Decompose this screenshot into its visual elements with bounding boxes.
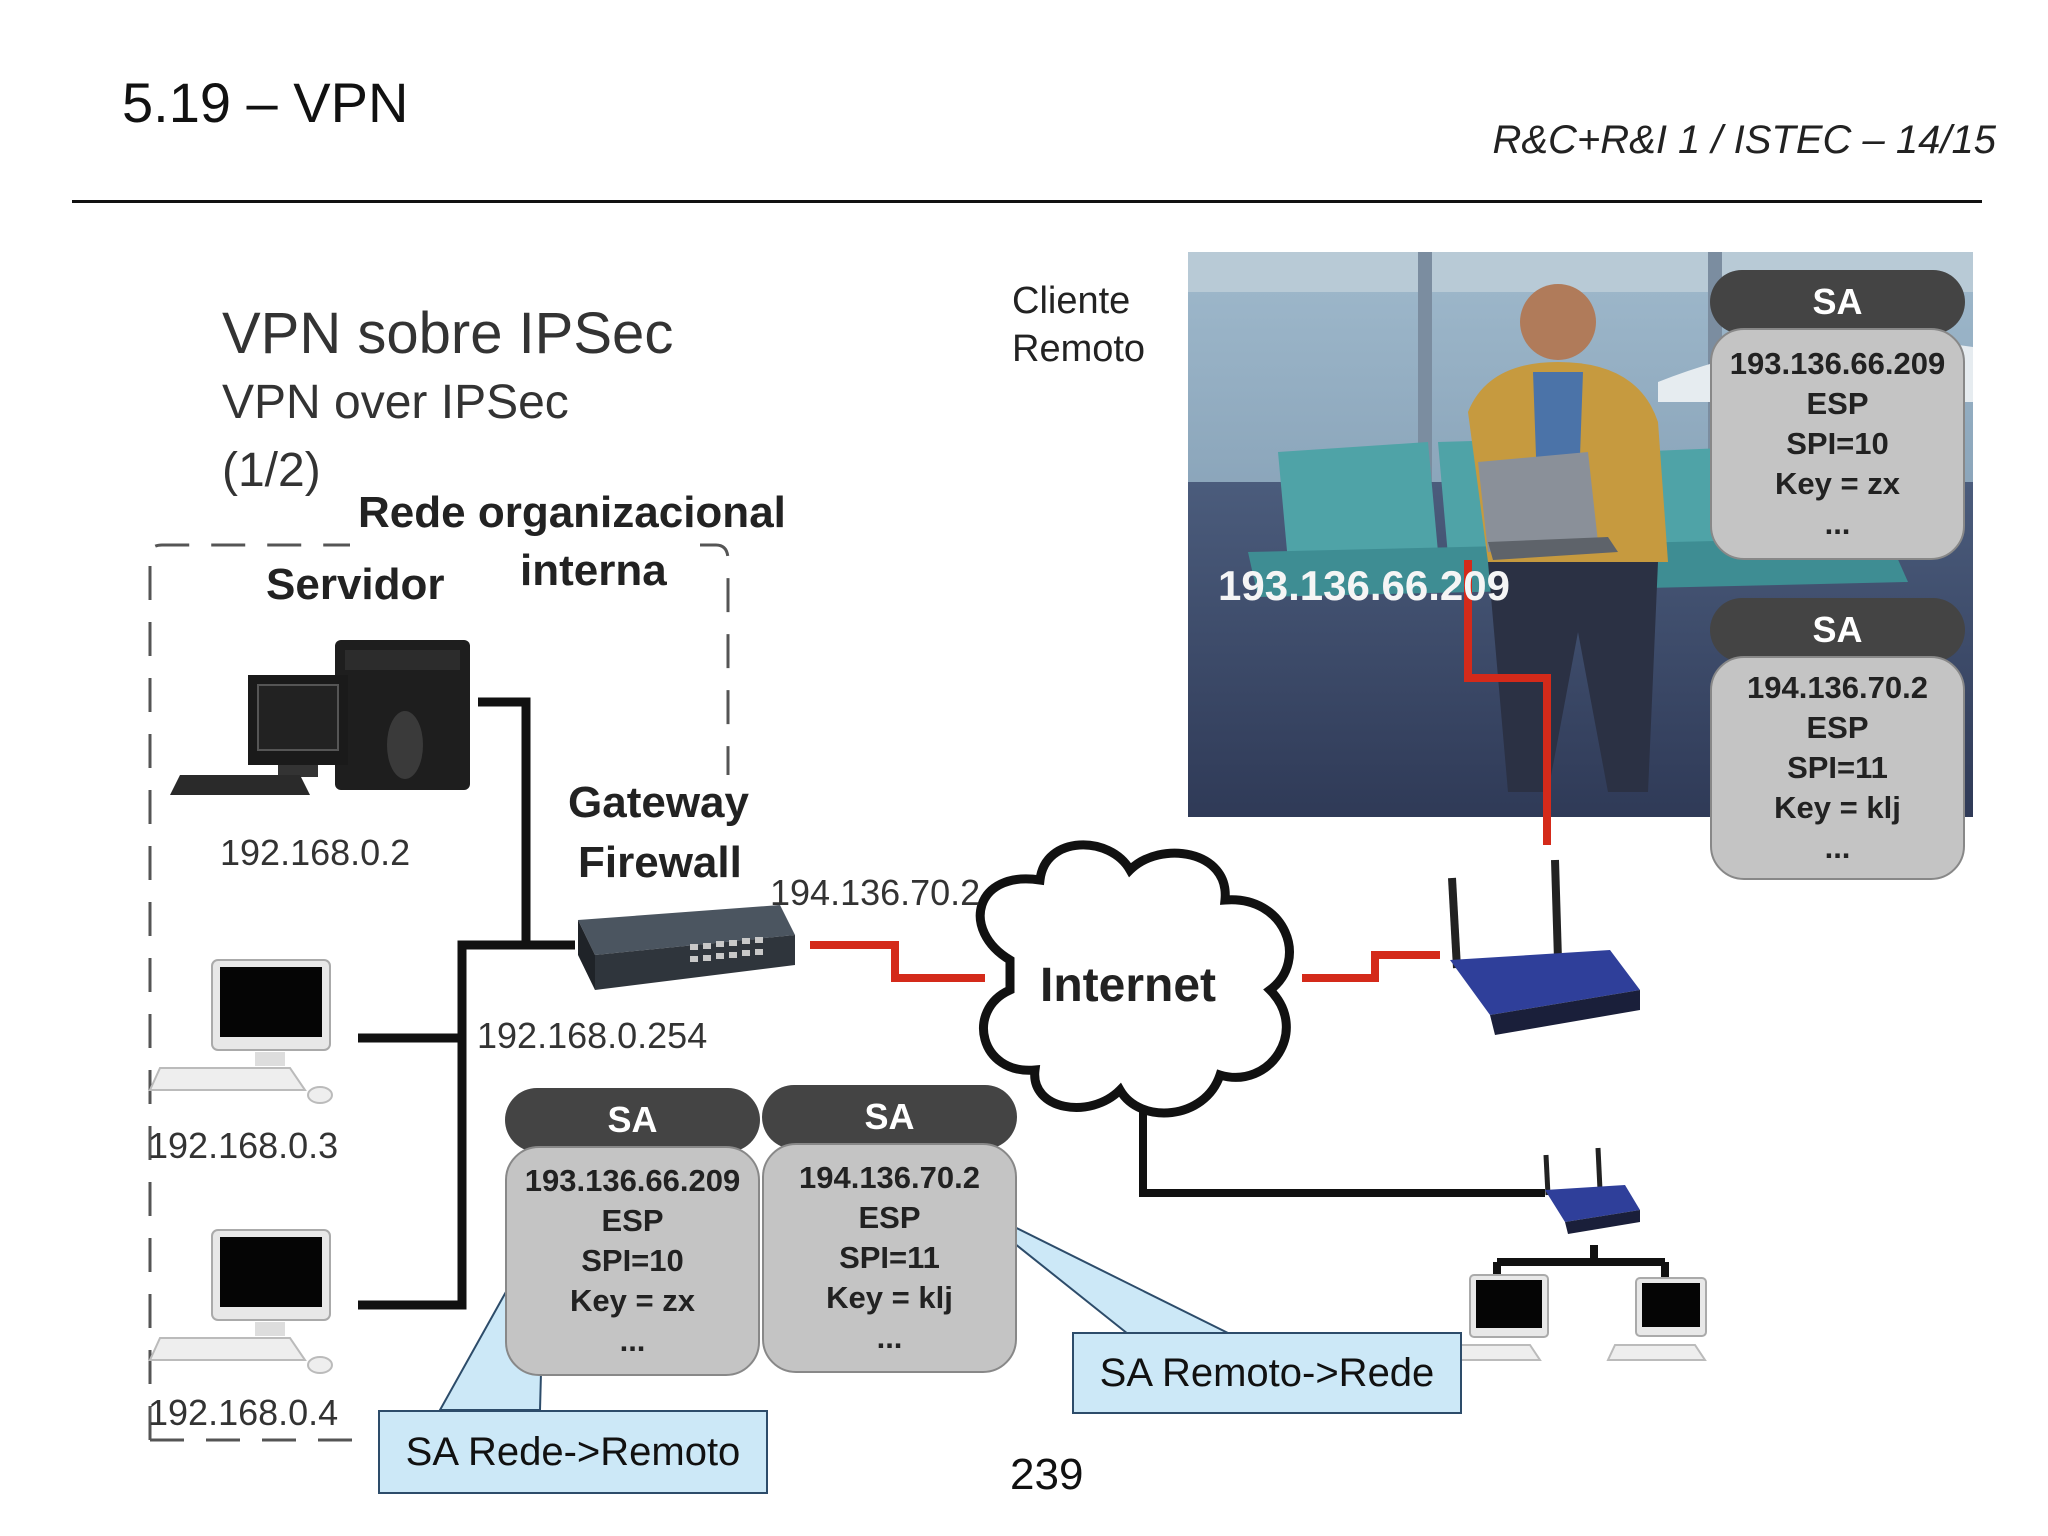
gateway-private-ip: 192.168.0.254 <box>477 1015 708 1056</box>
sa-heading: SA <box>505 1088 760 1152</box>
internet-cloud <box>975 840 1294 1118</box>
callout-remote-to-network: SA Remoto->Rede <box>1072 1332 1462 1414</box>
server-ip: 192.168.0.2 <box>220 832 411 873</box>
branch-pc-left <box>1436 1274 1549 1361</box>
branch-router <box>1543 1147 1640 1234</box>
sa-heading: SA <box>762 1085 1017 1149</box>
gateway-switch <box>578 905 795 990</box>
course-label: R&C+R&I 1 / ISTEC – 14/15 <box>1492 118 1996 162</box>
sa-ip: 194.136.70.2 <box>1746 670 1928 705</box>
gateway-label-2: Firewall <box>578 838 742 887</box>
server-computer <box>170 640 470 795</box>
heading-line-1: VPN sobre IPSec <box>222 301 674 366</box>
sa-heading: SA <box>1710 270 1965 334</box>
sa-key: Key = klj <box>1774 790 1901 825</box>
sa-ip: 193.136.66.209 <box>1729 346 1946 381</box>
sa-table: SA 194.136.70.2 ESP SPI=11 Key = klj ... <box>1710 598 1965 880</box>
sa-key: Key = zx <box>1775 466 1900 501</box>
branch-link <box>1139 1108 1545 1197</box>
remote-client-label-2: Remoto <box>1012 328 1146 370</box>
gateway-label-1: Gateway <box>568 778 749 827</box>
org-network-label-1: Rede organizacional <box>358 488 786 537</box>
page-number: 239 <box>1010 1450 1084 1499</box>
lan-wiring <box>358 697 575 1310</box>
gateway-public-ip: 194.136.70.2 <box>770 872 981 913</box>
sa-more: ... <box>619 1323 646 1358</box>
vpn-tunnel-line <box>810 560 1551 982</box>
sa-ip: 193.136.66.209 <box>524 1163 741 1198</box>
sa-heading: SA <box>1710 598 1965 662</box>
sa-spi: SPI=10 <box>581 1243 684 1278</box>
org-network-label-2: interna <box>520 546 667 595</box>
internet-label: Internet <box>1040 959 1217 1012</box>
sa-body: 193.136.66.209 ESP SPI=10 Key = zx ... <box>505 1146 760 1376</box>
remote-client-ip: 193.136.66.209 <box>1218 562 1510 609</box>
sa-protocol: ESP <box>1806 386 1869 421</box>
internal-network-boundary <box>148 543 350 1440</box>
sa-body: 193.136.66.209 ESP SPI=10 Key = zx ... <box>1710 328 1965 560</box>
sa-more: ... <box>1824 506 1851 541</box>
sa-protocol: ESP <box>601 1203 664 1238</box>
sa-spi: SPI=10 <box>1786 426 1889 461</box>
sa-body: 194.136.70.2 ESP SPI=11 Key = klj ... <box>1710 656 1965 880</box>
sa-key: Key = zx <box>570 1283 695 1318</box>
pc-192-168-0-3 <box>148 959 333 1104</box>
branch-pc-right <box>1606 1277 1707 1361</box>
callout-network-to-remote: SA Rede->Remoto <box>378 1410 768 1494</box>
remote-router <box>1448 859 1640 1035</box>
pc-192-168-0-4 <box>148 1229 333 1374</box>
sa-table: SA 194.136.70.2 ESP SPI=11 Key = klj ... <box>762 1085 1017 1373</box>
pc3-ip: 192.168.0.3 <box>148 1125 339 1166</box>
server-label: Servidor <box>266 560 445 609</box>
sa-ip: 194.136.70.2 <box>798 1160 980 1195</box>
sa-table: SA 193.136.66.209 ESP SPI=10 Key = zx ..… <box>1710 270 1965 560</box>
sa-more: ... <box>1824 830 1851 865</box>
pc4-ip: 192.168.0.4 <box>148 1392 339 1433</box>
sa-spi: SPI=11 <box>1787 750 1888 785</box>
sa-protocol: ESP <box>1806 710 1869 745</box>
heading-line-2: VPN over IPSec <box>222 376 569 429</box>
remote-client-label-1: Cliente <box>1012 280 1131 322</box>
slide-title: 5.19 – VPN <box>122 71 409 134</box>
sa-protocol: ESP <box>858 1200 921 1235</box>
heading-line-3: (1/2) <box>222 444 321 497</box>
internal-network-boundary-right <box>700 543 730 775</box>
header-divider <box>72 200 1982 203</box>
sa-spi: SPI=11 <box>839 1240 940 1275</box>
sa-more: ... <box>876 1320 903 1355</box>
sa-key: Key = klj <box>826 1280 953 1315</box>
sa-body: 194.136.70.2 ESP SPI=11 Key = klj ... <box>762 1143 1017 1373</box>
sa-table: SA 193.136.66.209 ESP SPI=10 Key = zx ..… <box>505 1088 760 1376</box>
